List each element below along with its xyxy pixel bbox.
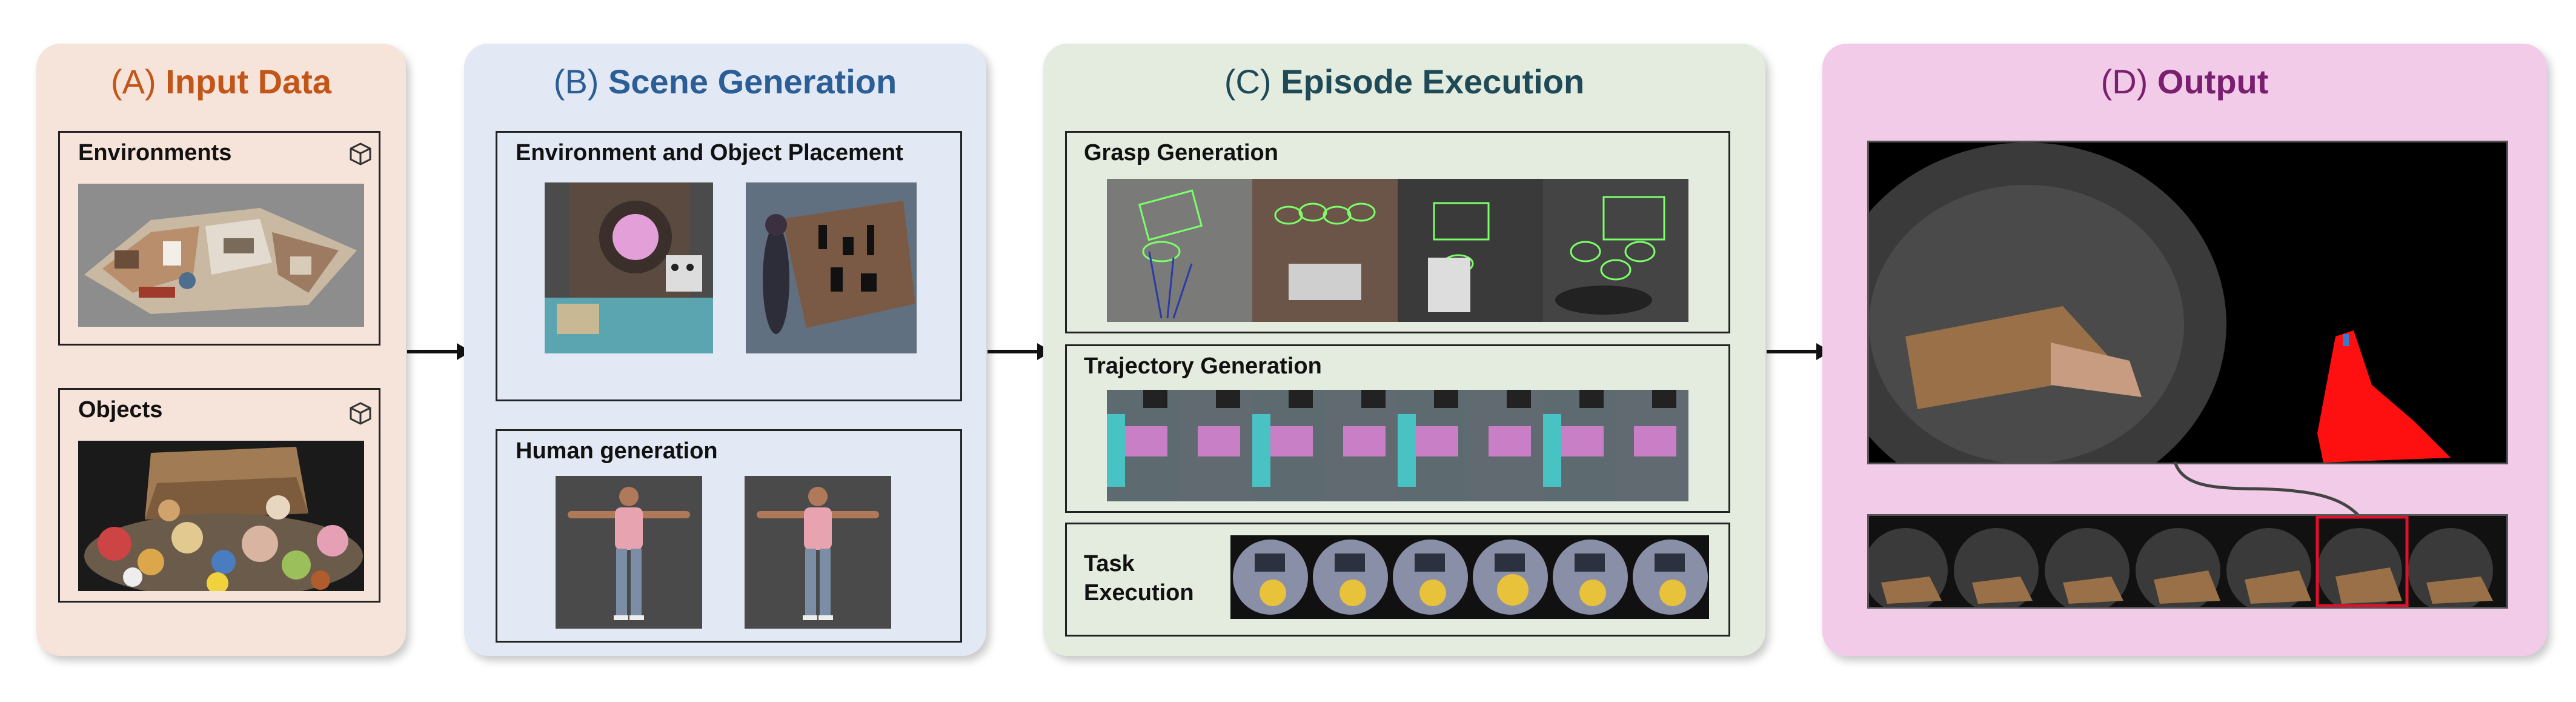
environments-box: Environments bbox=[58, 131, 380, 346]
output-main-view bbox=[1867, 141, 2508, 464]
grasp-label: Grasp Generation bbox=[1084, 140, 1278, 165]
trajectory-label: Trajectory Generation bbox=[1084, 353, 1322, 379]
panel-title-input-data: (A) Input Data bbox=[111, 62, 331, 101]
human-image-front bbox=[556, 476, 702, 629]
trajectory-image-strip bbox=[1107, 390, 1688, 501]
panel-title-episode-execution: (C) Episode Execution bbox=[1224, 62, 1585, 101]
human-image-alt bbox=[745, 476, 891, 629]
objects-image bbox=[78, 441, 364, 591]
objects-label: Objects bbox=[78, 397, 163, 423]
3d-cube-icon bbox=[350, 402, 371, 425]
human-label: Human generation bbox=[516, 438, 718, 464]
placement-image-topdown bbox=[545, 182, 713, 353]
placement-image-table bbox=[746, 182, 917, 353]
panel-title-scene-generation: (B) Scene Generation bbox=[553, 62, 897, 101]
task-label-line2: Execution bbox=[1084, 580, 1194, 606]
environments-label: Environments bbox=[78, 140, 232, 165]
panel-output: (D) Output bbox=[1822, 44, 2547, 656]
placement-label: Environment and Object Placement bbox=[516, 140, 903, 165]
panel-title-output: (D) Output bbox=[2100, 62, 2269, 101]
trajectory-box: Trajectory Generation bbox=[1065, 344, 1730, 513]
panel-episode-execution: (C) Episode Execution Grasp Generation bbox=[1043, 44, 1765, 656]
output-frame-strip bbox=[1867, 514, 2508, 609]
grasp-box: Grasp Generation bbox=[1065, 131, 1730, 333]
grasp-image-strip bbox=[1107, 179, 1688, 322]
3d-cube-icon bbox=[350, 142, 371, 165]
task-execution-box: Task Execution bbox=[1065, 523, 1730, 637]
arrow-a-to-b bbox=[407, 343, 471, 360]
panel-input-data: (A) Input Data Environments bbox=[36, 44, 406, 656]
placement-box: Environment and Object Placement bbox=[496, 131, 962, 401]
panel-scene-generation: (B) Scene Generation Environment and Obj… bbox=[464, 44, 986, 656]
human-box: Human generation bbox=[496, 429, 962, 643]
task-execution-image-strip bbox=[1230, 535, 1709, 619]
task-label-line1: Task bbox=[1084, 551, 1135, 577]
environments-image bbox=[78, 184, 364, 327]
objects-box: Objects bbox=[58, 388, 380, 603]
